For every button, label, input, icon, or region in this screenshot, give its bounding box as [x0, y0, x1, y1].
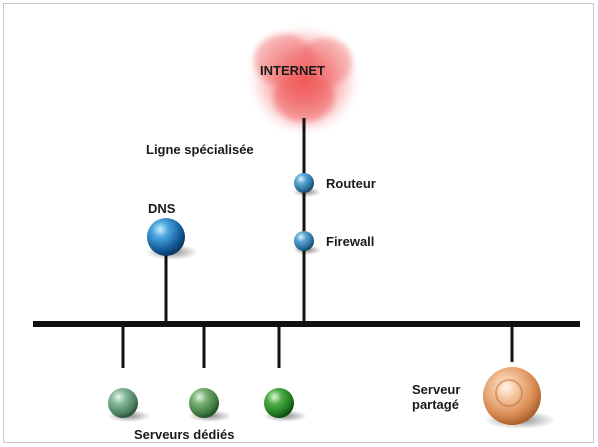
internet-cloud: [246, 22, 362, 138]
leased-line-label: Ligne spécialisée: [146, 142, 254, 157]
dedicated-server-2-icon: [188, 388, 232, 422]
dedicated-server-3-icon: [263, 388, 307, 422]
dns-node-icon: [146, 218, 198, 260]
dedicated-servers-label: Serveurs dédiés: [134, 427, 235, 442]
shared-server-label-line2: partagé: [412, 397, 459, 412]
firewall-node-icon: [293, 231, 321, 255]
dns-label: DNS: [148, 201, 176, 216]
shared-server-label-line1: Serveur: [412, 382, 461, 397]
firewall-label: Firewall: [326, 234, 375, 249]
shared-server-icon: [483, 367, 556, 429]
dedicated-server-1-icon: [107, 388, 151, 422]
internet-label: INTERNET: [260, 63, 325, 78]
router-node-icon: [293, 173, 321, 197]
router-label: Routeur: [326, 176, 376, 191]
